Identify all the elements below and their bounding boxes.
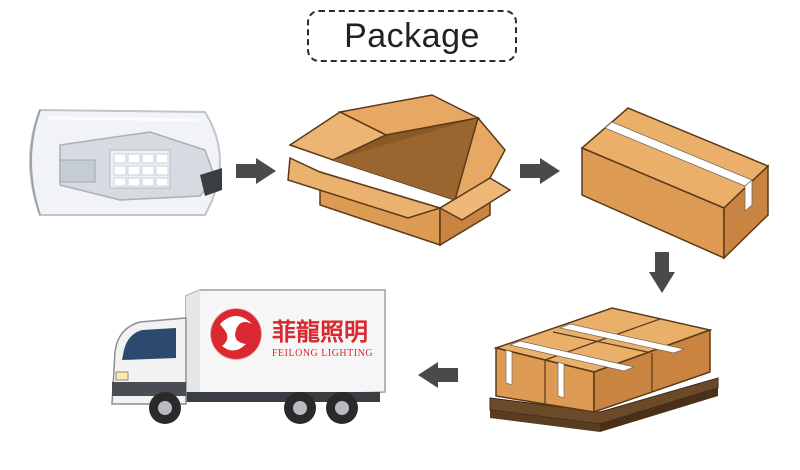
arrow-right-icon xyxy=(520,158,560,184)
arrow-down-icon xyxy=(649,252,675,293)
page-title: Package xyxy=(344,16,480,55)
truck-icon: 菲龍照明 FEILONG LIGHTING xyxy=(111,289,386,424)
taped-box-icon xyxy=(580,107,770,260)
arrow-left-icon xyxy=(418,362,458,388)
open-box-icon xyxy=(287,94,512,247)
brand-name-en: FEILONG LIGHTING xyxy=(272,348,373,359)
pallet-icon xyxy=(489,307,719,432)
title-box: Package xyxy=(307,10,517,62)
street-light-icon xyxy=(29,108,222,216)
brand-name-cn: 菲龍照明 xyxy=(272,318,368,346)
arrow-right-icon xyxy=(236,158,276,184)
feilong-logo xyxy=(209,307,263,361)
